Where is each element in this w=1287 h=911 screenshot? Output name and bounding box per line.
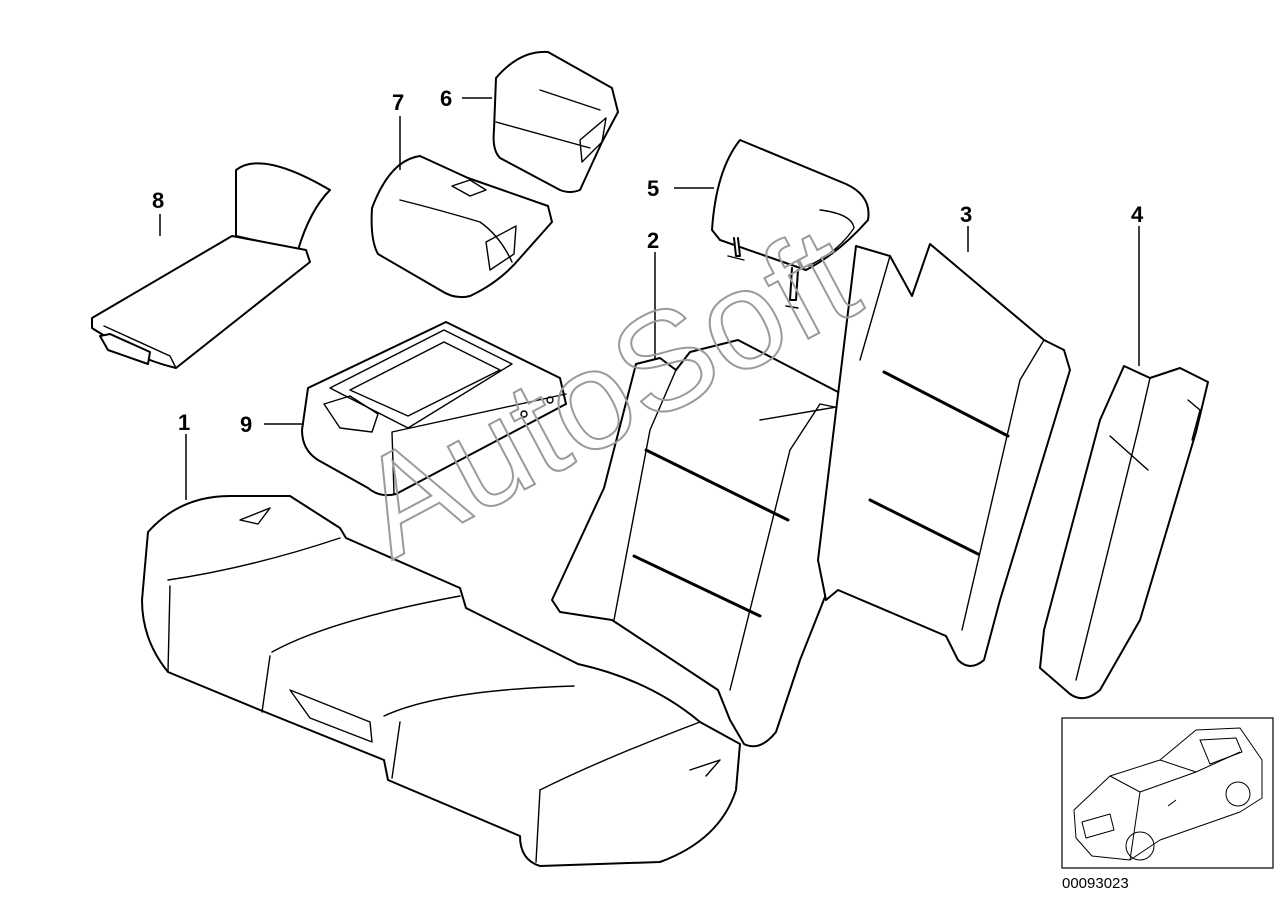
part-4-side-bolster[interactable] [1039, 365, 1209, 700]
callout-6: 6 [440, 86, 452, 111]
part-3-backrest-right[interactable] [817, 243, 1071, 667]
callout-7: 7 [392, 90, 404, 115]
callout-labels: 1 2 3 4 5 6 7 8 9 [152, 86, 1144, 437]
callout-3: 3 [960, 202, 972, 227]
part-6-armrest-cap[interactable] [492, 50, 619, 193]
callout-5: 5 [647, 176, 659, 201]
callout-2: 2 [647, 228, 659, 253]
part-7-armrest-pad[interactable] [370, 155, 553, 299]
leader-lines [159, 97, 1140, 500]
drawing-number: 00093023 [1062, 875, 1129, 892]
callout-8: 8 [152, 188, 164, 213]
part-2-backrest-left[interactable] [551, 339, 889, 748]
part-9-armrest-frame[interactable] [301, 321, 567, 497]
callout-4: 4 [1131, 202, 1144, 227]
callout-9: 9 [240, 412, 252, 437]
callout-1: 1 [178, 410, 190, 435]
part-1-seat-cushion[interactable] [141, 495, 741, 867]
vehicle-thumbnail [1061, 717, 1274, 869]
part-8-armrest-cover[interactable] [91, 162, 331, 369]
part-5-headrest[interactable] [711, 139, 870, 309]
